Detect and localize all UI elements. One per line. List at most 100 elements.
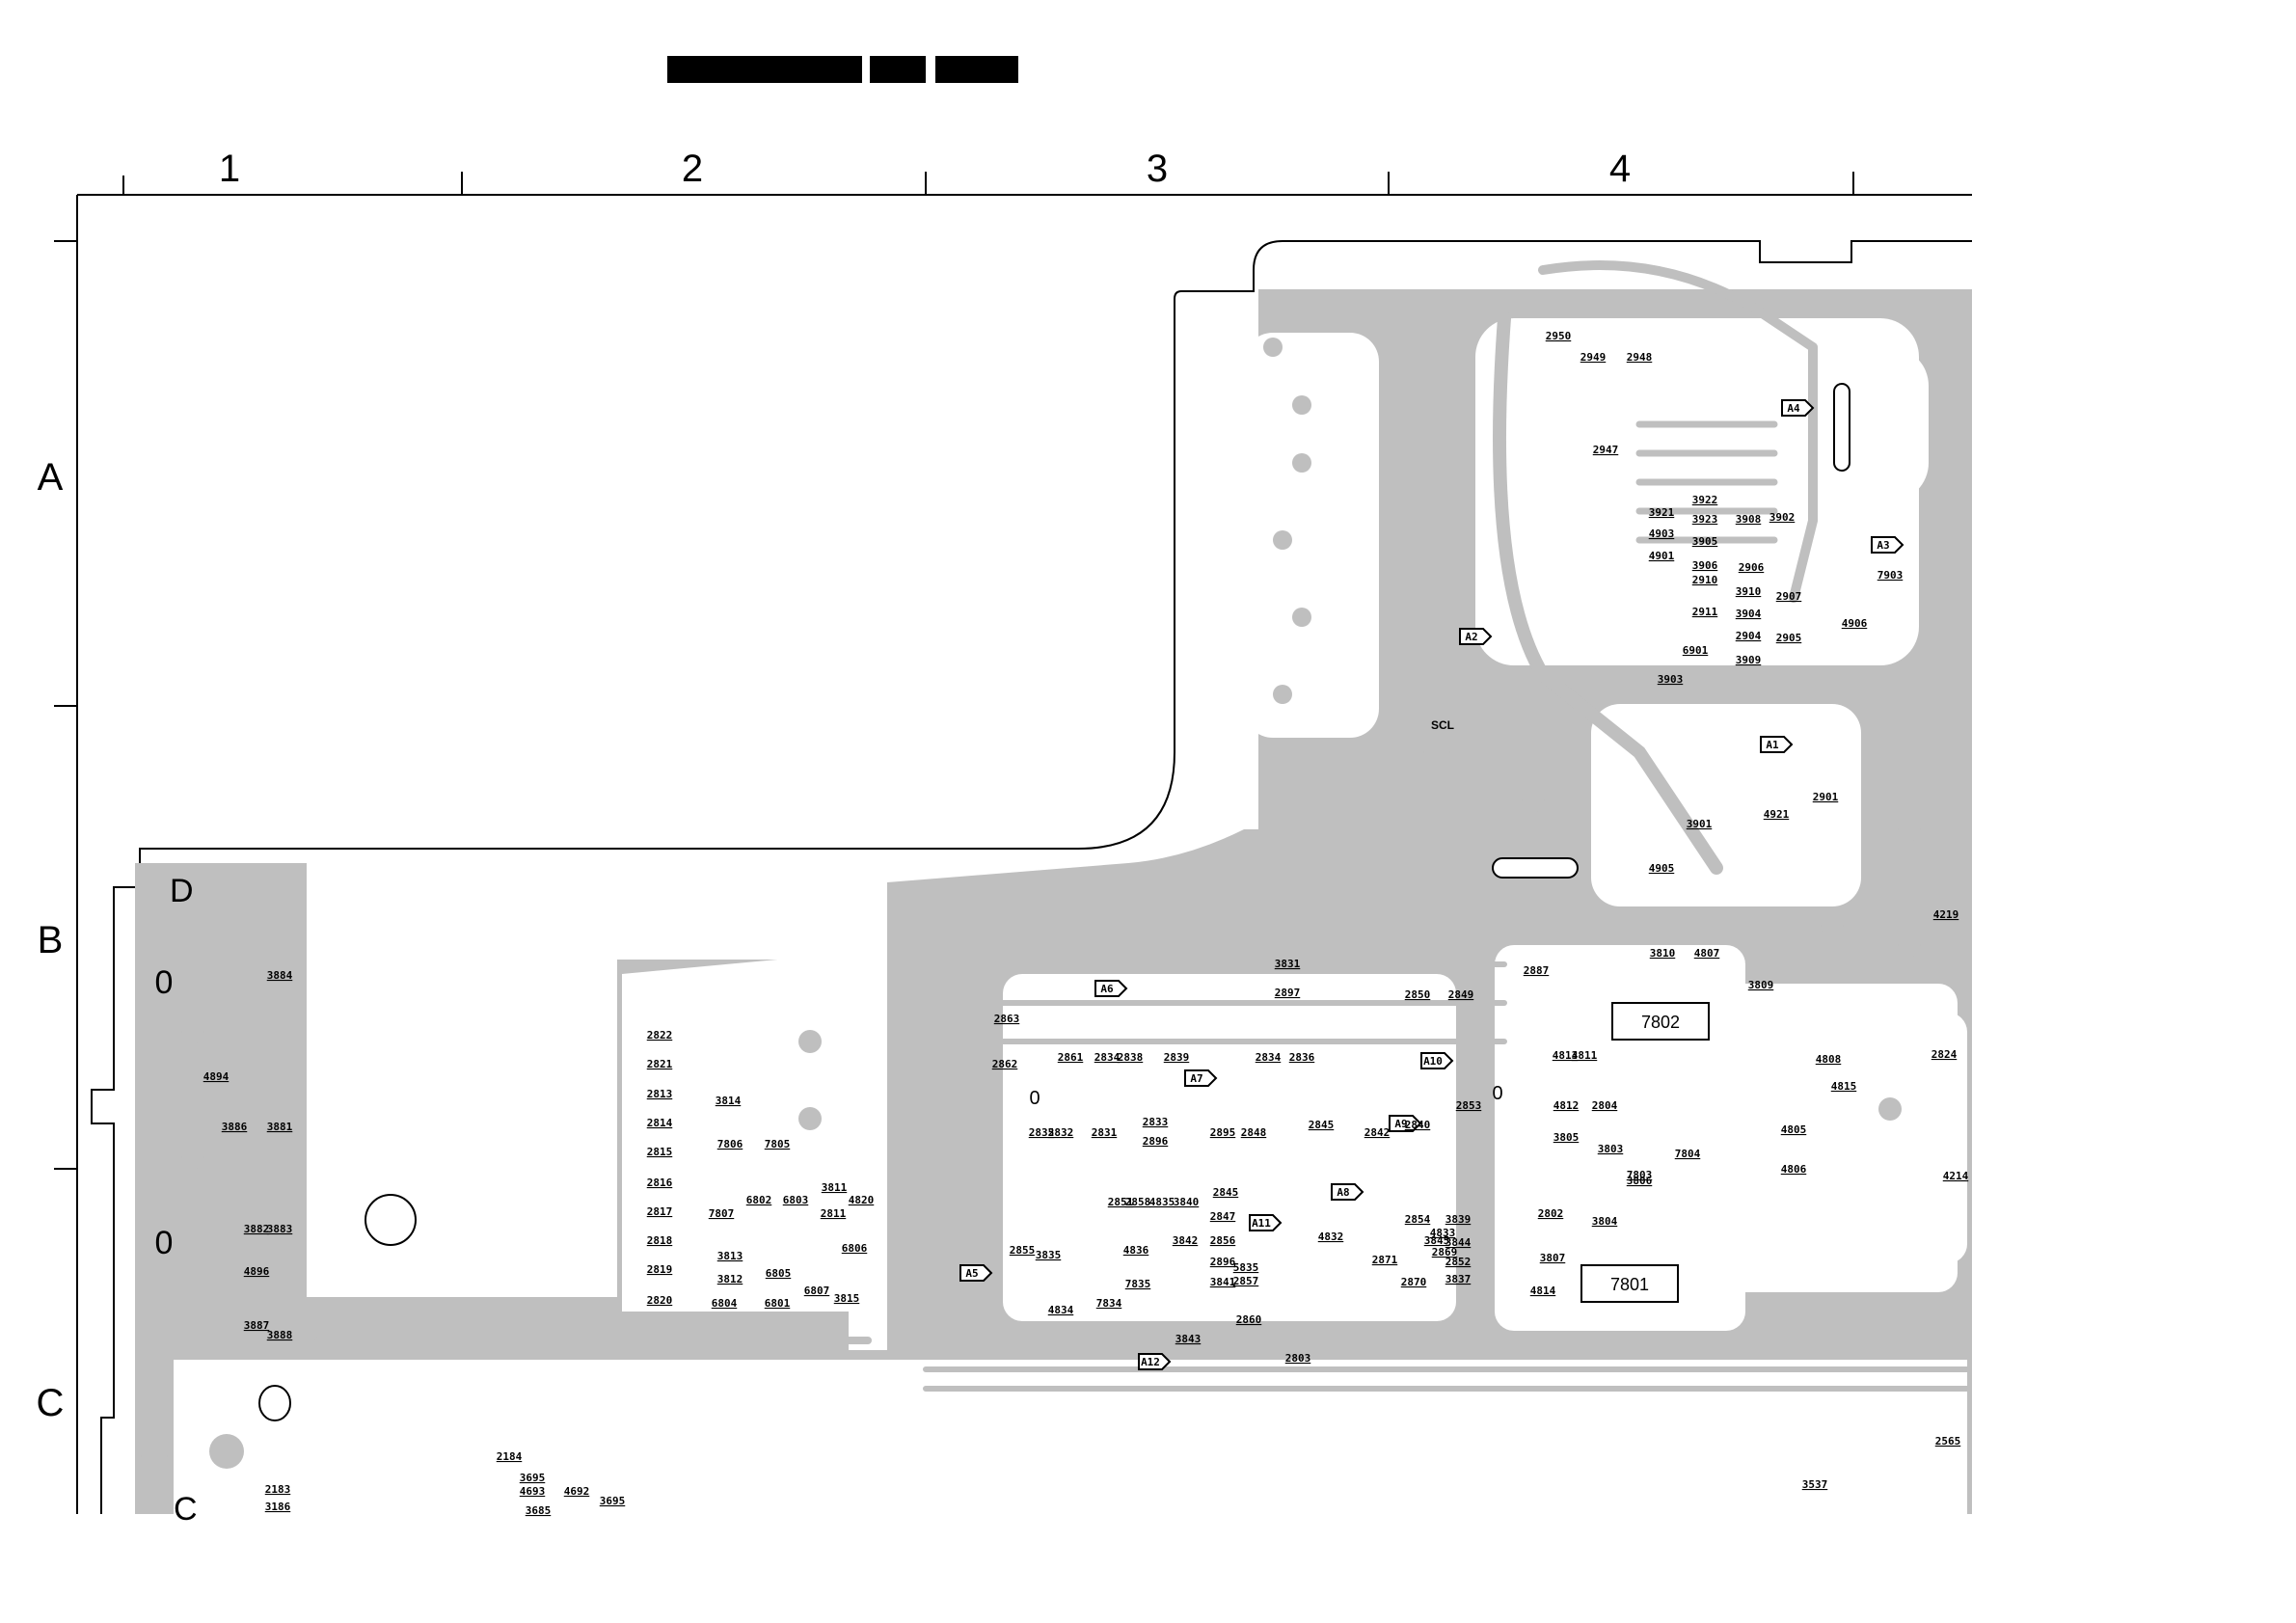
component-label: 6807: [804, 1285, 830, 1297]
component-label: 3910: [1736, 585, 1762, 598]
column-label-4: 4: [1609, 148, 1631, 190]
component-label: 2863: [994, 1013, 1020, 1025]
connector-label: A6: [1100, 983, 1114, 995]
component-label: 4811: [1572, 1049, 1598, 1062]
component-label: 6802: [746, 1194, 772, 1206]
ic-7801: 7801: [1580, 1264, 1679, 1303]
board-code-vertical: 3139 123 5451.1 Wk.214: [1190, 376, 1216, 677]
component-label: 3814: [716, 1095, 742, 1107]
component-label: 7807: [709, 1207, 735, 1220]
component-label: 7835: [1125, 1278, 1151, 1290]
component-label: 4219: [1933, 908, 1959, 921]
component-label: 3807: [1540, 1252, 1566, 1264]
component-label: 2848: [1241, 1126, 1267, 1139]
component-label: 2817: [647, 1205, 673, 1218]
component-label: 3811: [822, 1181, 848, 1194]
component-label: 6805: [766, 1267, 792, 1280]
component-label: 2847: [1210, 1210, 1236, 1223]
component-label: 3806: [1627, 1175, 1653, 1187]
header-bars: [667, 56, 1018, 83]
component-label: 3841: [1210, 1276, 1236, 1288]
component-label: 3831: [1275, 958, 1301, 970]
component-label: 2184: [497, 1450, 523, 1463]
component-label: 3906: [1692, 559, 1718, 572]
component-label: 2803: [1285, 1352, 1311, 1365]
component-label: 3883: [267, 1223, 293, 1235]
component-label: 2845: [1309, 1119, 1335, 1131]
column-label-2: 2: [682, 148, 703, 190]
component-label: 3804: [1592, 1215, 1618, 1228]
component-label: 3186: [265, 1501, 291, 1513]
component-label: 4813: [1553, 1049, 1579, 1062]
connector-label: A8: [1337, 1186, 1349, 1199]
component-label: 2842: [1364, 1126, 1391, 1139]
component-label: 2862: [992, 1058, 1018, 1070]
component-label: 7803: [1627, 1169, 1653, 1181]
pin-text-d: D: [170, 873, 194, 909]
component-label: 2907: [1776, 590, 1802, 603]
column-label-1: 1: [219, 148, 240, 190]
component-label: 3901: [1687, 818, 1713, 830]
component-label: 7806: [717, 1138, 743, 1150]
component-label: 2854: [1405, 1213, 1431, 1226]
ic-7802-label: 7802: [1641, 1013, 1680, 1032]
component-label: 2802: [1538, 1207, 1564, 1220]
component-label: 4807: [1694, 947, 1720, 960]
component-label: 2949: [1580, 351, 1607, 364]
component-label: 4901: [1649, 550, 1675, 562]
connector-label: A5: [965, 1267, 978, 1280]
row-label-b: B: [38, 919, 64, 961]
component-label: 2813: [647, 1088, 673, 1100]
component-label: 2816: [647, 1177, 673, 1189]
component-label: 2850: [1405, 988, 1431, 1001]
component-label: 3904: [1736, 608, 1762, 620]
component-label: 5835: [1233, 1261, 1259, 1274]
component-label: 4820: [849, 1194, 875, 1206]
component-label: 2845: [1213, 1186, 1239, 1199]
component-label: 4833: [1430, 1227, 1456, 1239]
connector-tag: A1: [1760, 736, 1794, 753]
component-label: 2839: [1164, 1051, 1190, 1064]
pin-text-c: C: [174, 1491, 198, 1528]
component-label: 3813: [717, 1250, 743, 1262]
component-label: 3843: [1175, 1333, 1202, 1345]
left-ruler: [54, 195, 78, 1514]
component-label: 4903: [1649, 527, 1675, 540]
component-label: 3805: [1553, 1131, 1580, 1144]
connector-label: A9: [1394, 1118, 1407, 1130]
ic-7802: 7802: [1611, 1002, 1710, 1041]
component-label: 2833: [1143, 1116, 1169, 1128]
component-label: 2822: [647, 1029, 673, 1041]
connector-tag: A4: [1781, 399, 1815, 417]
component-label: 2947: [1593, 444, 1619, 456]
component-label: 4805: [1781, 1123, 1807, 1136]
component-label: 2811: [821, 1207, 847, 1220]
connector-tag: A2: [1459, 628, 1493, 645]
component-label: 2831: [1092, 1126, 1118, 1139]
component-label: 2815: [647, 1146, 673, 1158]
mounting-holes: [258, 383, 1850, 1421]
component-label: 4905: [1649, 862, 1675, 875]
connector-tag: A12: [1138, 1353, 1172, 1370]
component-label: 2804: [1592, 1099, 1618, 1112]
component-label: 4815: [1831, 1080, 1857, 1093]
component-label: 6901: [1683, 644, 1709, 657]
component-label: 3803: [1598, 1143, 1624, 1155]
solder-pads: [141, 338, 1921, 1470]
connector-label: A3: [1877, 539, 1889, 552]
component-label: 4894: [203, 1070, 230, 1083]
component-label: 2853: [1456, 1099, 1482, 1112]
component-label: 3882: [244, 1223, 270, 1235]
component-label: 3886: [222, 1121, 248, 1133]
component-label: 3837: [1445, 1273, 1472, 1285]
component-label: 2950: [1546, 330, 1572, 342]
row-label-c: C: [37, 1382, 65, 1424]
component-label: 3840: [1174, 1196, 1200, 1208]
component-label: 3839: [1445, 1213, 1472, 1226]
component-label: 2887: [1524, 964, 1550, 977]
component-label: 3884: [267, 969, 293, 982]
component-label: 2851: [1108, 1196, 1134, 1208]
component-label: 3809: [1748, 979, 1774, 991]
